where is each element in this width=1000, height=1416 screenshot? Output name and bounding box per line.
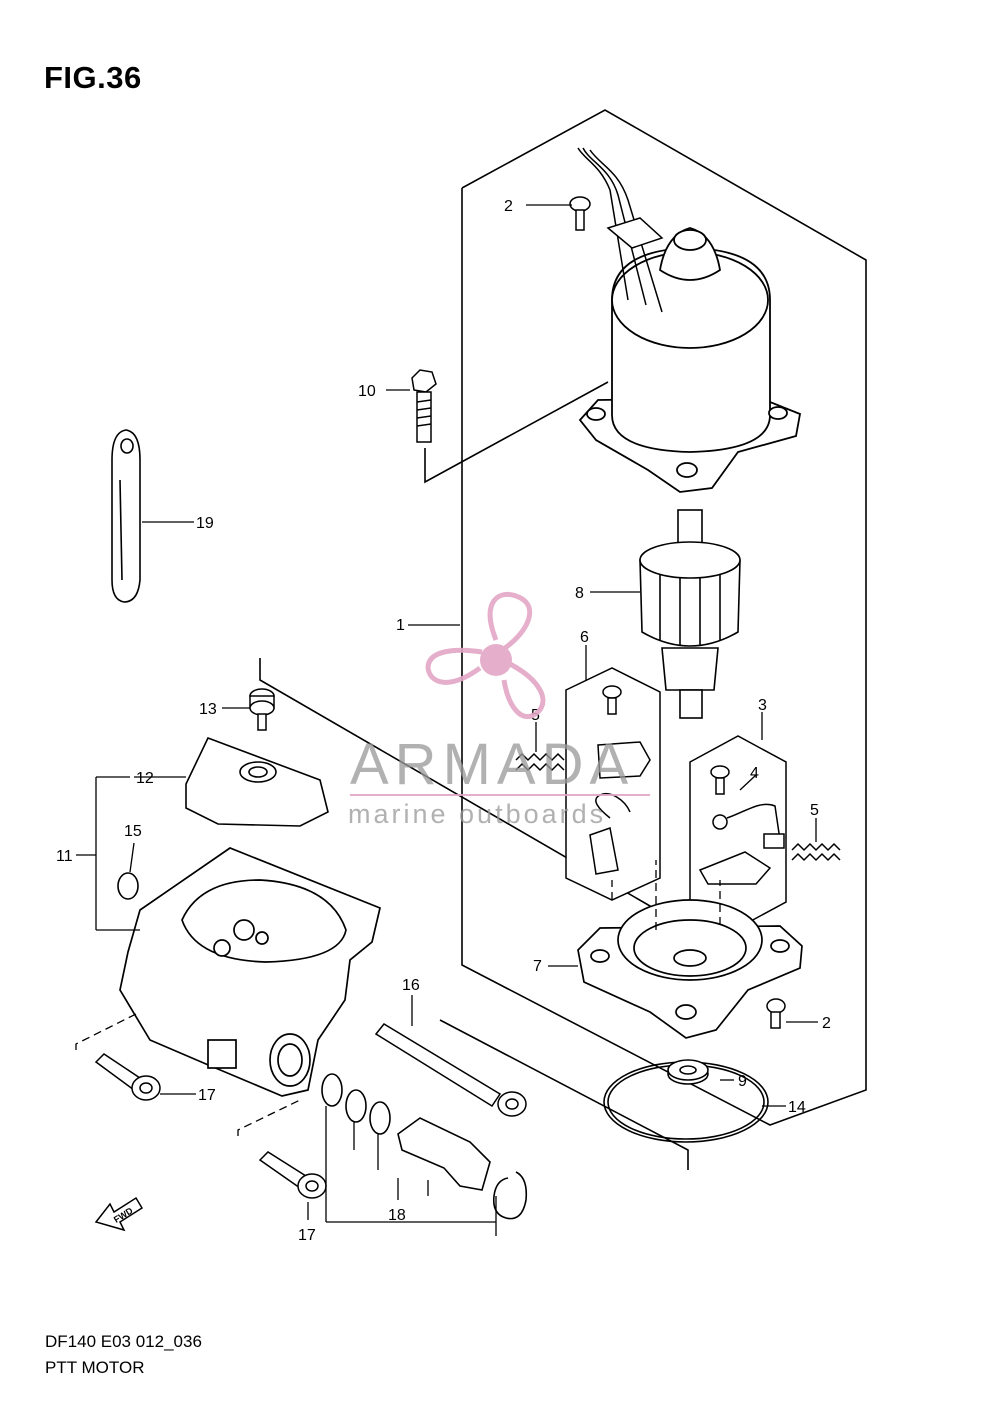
label-part-3: 3 [758,697,767,714]
screw-2-top [569,196,591,231]
label-part-10: 10 [358,383,376,400]
pin-13 [249,688,275,731]
label-part-7: 7 [533,958,542,975]
end-cover-7 [577,899,803,1039]
label-part-16: 16 [402,977,420,994]
part-number-labels: 2 10 19 8 1 6 3 13 5 4 12 5 15 11 7 16 2… [56,198,831,1244]
brush-holder-3 [689,735,787,929]
spring-5-left [515,752,565,772]
label-part-2-top: 2 [504,198,513,215]
label-part-13: 13 [199,701,217,718]
watermark-brand: ARMADA [350,732,634,797]
label-part-4: 4 [750,765,759,782]
label-part-17-upper: 17 [198,1087,216,1104]
propeller-logo-icon [425,591,546,720]
figure-title: FIG.36 [44,60,142,95]
o-ring-15 [117,872,139,900]
spring-5-right [791,842,841,862]
label-part-1: 1 [396,617,405,634]
model-code: DF140 E03 012_036 [45,1332,202,1351]
fwd-arrow-icon: FWD [94,1196,144,1232]
label-part-17-lower: 17 [298,1227,316,1244]
seal-9 [667,1059,709,1085]
motor-housing [578,227,802,493]
bolt-10 [411,369,437,443]
label-part-11: 11 [56,848,73,865]
bolt-16 [374,1023,527,1117]
watermark-divider [350,794,650,796]
plate-12 [185,736,329,827]
section-name: PTT MOTOR [45,1358,145,1377]
leader-lines [75,204,818,1236]
label-part-19: 19 [196,515,214,532]
brush-holder-6 [565,667,661,901]
label-part-9: 9 [738,1073,747,1090]
label-part-12: 12 [136,770,154,787]
pump-body-11 [119,847,381,1097]
label-part-18: 18 [388,1207,406,1224]
motor-wires [577,147,664,313]
label-part-8: 8 [575,585,584,602]
pump-group-outline [259,381,689,1170]
armature-8 [639,509,741,719]
label-part-6: 6 [580,629,589,646]
bolt-17-lower [258,1151,327,1199]
label-part-14: 14 [788,1099,806,1116]
label-part-5-right: 5 [810,802,819,819]
watermark-tagline: marine outboards [348,799,606,829]
label-part-15: 15 [124,823,142,840]
motor-assembly-outline [461,109,867,1126]
strap-19 [111,429,141,603]
bolt-17-upper [94,1053,161,1101]
valve-group-18 [321,1073,528,1220]
watermark: ARMADA marine outboards [348,591,650,829]
screw-2-bottom [766,998,786,1029]
label-part-2-bottom: 2 [822,1015,831,1032]
